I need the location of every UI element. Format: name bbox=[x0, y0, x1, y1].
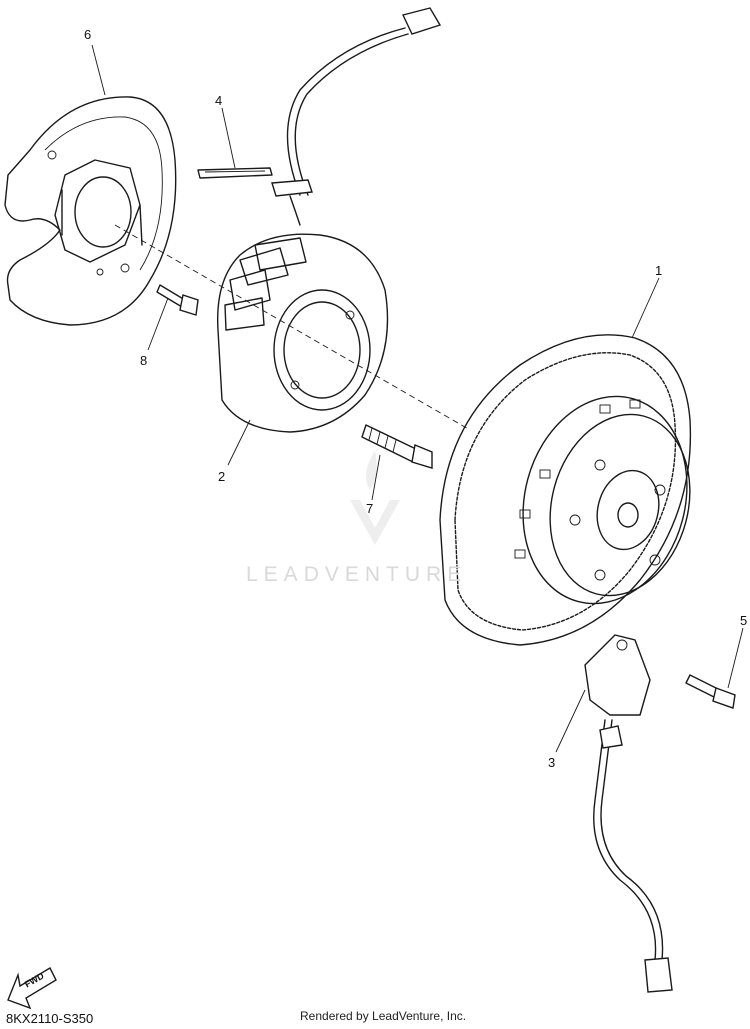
diagram-code: 8KX2110-S350 bbox=[6, 1011, 94, 1026]
callout-4: 4 bbox=[215, 93, 223, 108]
part-1-flywheel-rotor bbox=[439, 334, 692, 646]
callout-3: 3 bbox=[548, 755, 556, 770]
watermark-logo-icon bbox=[350, 450, 400, 545]
leader-lines bbox=[91, 44, 744, 753]
render-credit: Rendered by LeadVenture, Inc. bbox=[300, 1009, 467, 1023]
part-3-pickup-coil bbox=[584, 634, 673, 993]
callout-8: 8 bbox=[140, 353, 148, 368]
fwd-arrow-icon bbox=[7, 967, 57, 1010]
part-4-cable-tie bbox=[197, 167, 273, 179]
stator-wire bbox=[271, 7, 442, 226]
part-8-screw bbox=[156, 284, 199, 316]
callout-5: 5 bbox=[740, 613, 748, 628]
part-2-stator-coil bbox=[216, 233, 389, 433]
callout-1: 1 bbox=[655, 263, 663, 278]
part-5-bolt bbox=[685, 674, 736, 709]
part-6-stator-plate bbox=[4, 96, 177, 326]
callout-6: 6 bbox=[84, 27, 92, 42]
part-7-bolt bbox=[361, 424, 433, 469]
watermark-text: LEADVENTURE bbox=[246, 563, 468, 586]
callout-7: 7 bbox=[366, 501, 374, 516]
callout-2: 2 bbox=[218, 469, 226, 484]
